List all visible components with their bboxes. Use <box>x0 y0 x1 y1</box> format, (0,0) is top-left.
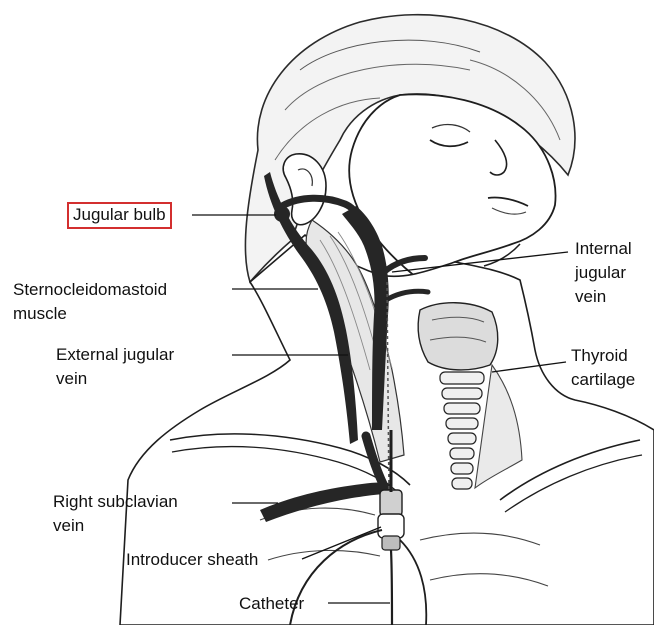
label-right-subclavian-vein: Right subclavian vein <box>53 491 178 536</box>
label-thyroid-line1: Thyroid <box>571 345 635 366</box>
label-sternocleidomastoid: Sternocleidomastoid muscle <box>13 279 167 324</box>
label-internal-jugular-line2: jugular <box>575 262 632 283</box>
label-catheter: Catheter <box>239 593 304 614</box>
label-external-jugular-line1: External jugular <box>56 344 174 365</box>
label-internal-jugular-line1: Internal <box>575 238 632 259</box>
catheter-tubing <box>391 550 392 625</box>
label-external-jugular-line2: vein <box>56 368 174 389</box>
label-internal-jugular-line3: vein <box>575 286 632 307</box>
label-right-subclavian-line1: Right subclavian <box>53 491 178 512</box>
label-sternocleidomastoid-line1: Sternocleidomastoid <box>13 279 167 300</box>
label-internal-jugular-vein: Internal jugular vein <box>575 238 632 307</box>
label-external-jugular-vein: External jugular vein <box>56 344 174 389</box>
label-right-subclavian-line2: vein <box>53 515 178 536</box>
label-thyroid-cartilage: Thyroid cartilage <box>571 345 635 390</box>
label-introducer-sheath: Introducer sheath <box>126 549 258 570</box>
label-thyroid-line2: cartilage <box>571 369 635 390</box>
label-jugular-bulb: Jugular bulb <box>67 202 172 229</box>
thyroid-cartilage <box>418 303 498 370</box>
label-sternocleidomastoid-line2: muscle <box>13 303 167 324</box>
